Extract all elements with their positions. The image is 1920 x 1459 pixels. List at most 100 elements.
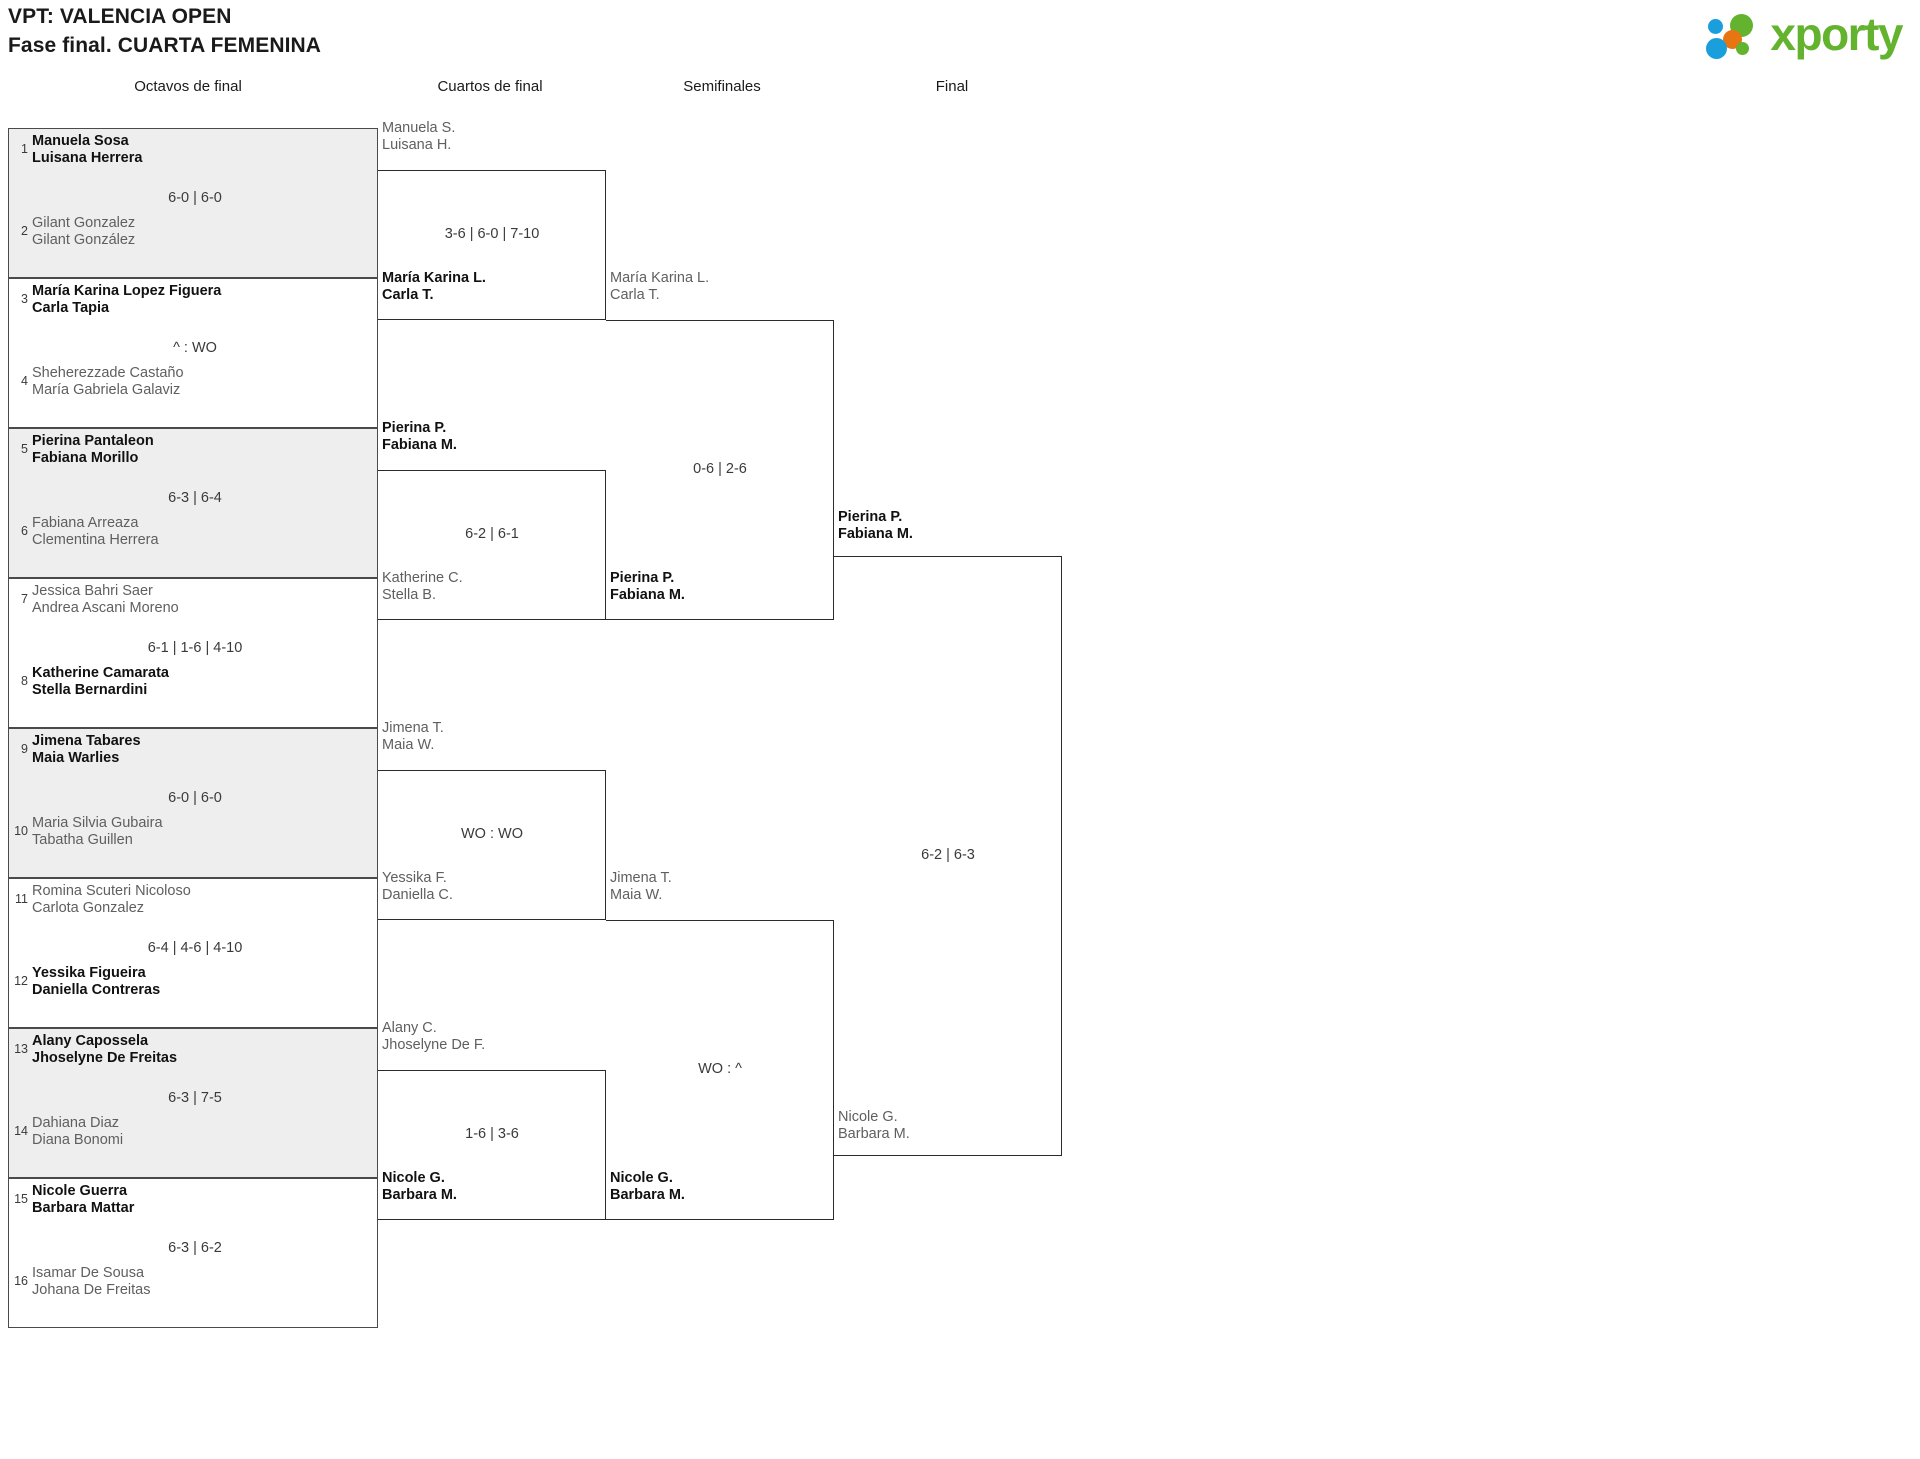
round1-score-8: 6-3 | 6-2	[168, 1240, 222, 1256]
player-name-2: Daniella Contreras	[32, 982, 161, 998]
seed-number-2: 2	[21, 224, 28, 238]
player-name-1: Fabiana Arreaza	[32, 515, 139, 531]
player-name-2: Daniella C.	[382, 887, 453, 903]
round1-score-4: 6-1 | 1-6 | 4-10	[147, 640, 243, 656]
round1-match-6	[8, 878, 378, 1028]
seed-number-8: 8	[21, 674, 28, 688]
title-line-1: VPT: VALENCIA OPEN	[8, 5, 232, 28]
logo-dots-icon	[1706, 11, 1764, 61]
seed-number-9: 9	[21, 742, 28, 756]
round2-team-top-1[interactable]: Manuela S.Luisana H.	[382, 120, 455, 154]
round1-match-2	[8, 278, 378, 428]
round2-team-bottom-2[interactable]: Katherine C.Stella B.	[382, 570, 463, 604]
round1-score-2: ^ : WO	[173, 340, 217, 356]
round1-match-3	[8, 428, 378, 578]
round1-score-3: 6-3 | 6-4	[168, 490, 222, 506]
round3-team-top-2[interactable]: Jimena T.Maia W.	[610, 870, 672, 904]
xporty-logo: xporty	[1706, 8, 1903, 64]
player-name-1: María Karina Lopez Figuera	[32, 283, 222, 299]
final-team-top[interactable]: Pierina P.Fabiana M.	[838, 509, 913, 543]
player-name-2: Jhoselyne De F.	[382, 1037, 486, 1053]
seed-number-13: 13	[14, 1042, 28, 1056]
round2-team-top-2[interactable]: Pierina P.Fabiana M.	[382, 420, 457, 454]
round2-score-3: WO : WO	[460, 826, 524, 842]
player-name-1: Yessika F.	[382, 870, 447, 886]
seed-number-16: 16	[14, 1274, 28, 1288]
round3-team-bottom-1[interactable]: Pierina P.Fabiana M.	[610, 570, 685, 604]
player-name-1: Pierina Pantaleon	[32, 433, 154, 449]
player-name-1: Gilant Gonzalez	[32, 215, 136, 231]
player-name-2: Fabiana Morillo	[32, 450, 139, 466]
seed-number-15: 15	[14, 1192, 28, 1206]
round3-connector-2	[606, 920, 834, 1220]
round1-score-7: 6-3 | 7-5	[168, 1090, 222, 1106]
seed-number-11: 11	[15, 892, 28, 906]
round2-connector-3	[378, 770, 606, 920]
round2-team-top-4[interactable]: Alany C.Jhoselyne De F.	[382, 1020, 485, 1054]
seed-number-5: 5	[21, 442, 28, 456]
player-name-1: Nicole G.	[382, 1170, 445, 1186]
player-name-2: Jhoselyne De Freitas	[32, 1050, 178, 1066]
round2-team-bottom-3[interactable]: Yessika F.Daniella C.	[382, 870, 453, 904]
round1-score-5: 6-0 | 6-0	[168, 790, 222, 806]
logo-wordmark: xporty	[1770, 8, 1903, 60]
player-name-2: Stella Bernardini	[32, 682, 148, 698]
player-name-1: Manuela Sosa	[32, 133, 129, 149]
player-name-2: Diana Bonomi	[32, 1132, 124, 1148]
player-name-2: María Gabriela Galaviz	[32, 382, 181, 398]
round3-team-bottom-2[interactable]: Nicole G.Barbara M.	[610, 1170, 685, 1204]
player-name-2: Barbara M.	[610, 1187, 685, 1203]
seed-number-7: 7	[21, 592, 28, 606]
player-name-2: Carla T.	[610, 287, 660, 303]
round2-team-bottom-4[interactable]: Nicole G.Barbara M.	[382, 1170, 457, 1204]
round1-score-1: 6-0 | 6-0	[168, 190, 222, 206]
round2-team-top-3[interactable]: Jimena T.Maia W.	[382, 720, 444, 754]
player-name-1: Maria Silvia Gubaira	[32, 815, 163, 831]
round-header-octavos: Octavos de final	[134, 78, 242, 95]
round1-match-8	[8, 1178, 378, 1328]
round-header-semifinales: Semifinales	[683, 78, 761, 95]
player-name-1: Katherine C.	[382, 570, 463, 586]
player-name-2: Gilant González	[32, 232, 136, 248]
title-line-2: Fase final. CUARTA FEMENINA	[8, 34, 322, 57]
round1-match-5	[8, 728, 378, 878]
seed-number-4: 4	[21, 374, 28, 388]
player-name-2: Barbara Mattar	[32, 1200, 135, 1216]
player-name-2: Maia Warlies	[32, 750, 120, 766]
player-name-1: Jimena T.	[610, 870, 672, 886]
player-name-1: Manuela S.	[382, 120, 456, 136]
player-name-2: Barbara M.	[382, 1187, 457, 1203]
round3-score-2: WO : ^	[698, 1061, 742, 1077]
player-name-2: Maia W.	[382, 737, 435, 753]
round2-connector-4	[378, 1070, 606, 1220]
player-name-1: Yessika Figueira	[32, 965, 146, 981]
round1-match-4	[8, 578, 378, 728]
player-name-1: Nicole G.	[838, 1109, 898, 1125]
player-name-1: Katherine Camarata	[32, 665, 169, 681]
player-name-1: Alany C.	[382, 1020, 437, 1036]
final-connector	[834, 556, 1062, 1156]
player-name-2: Fabiana M.	[610, 587, 685, 603]
round2-team-bottom-1[interactable]: María Karina L.Carla T.	[382, 270, 486, 304]
player-name-2: Maia W.	[610, 887, 663, 903]
final-team-bottom[interactable]: Nicole G.Barbara M.	[838, 1109, 910, 1143]
player-name-1: María Karina L.	[382, 270, 486, 286]
round3-team-top-1[interactable]: María Karina L.Carla T.	[610, 270, 709, 304]
